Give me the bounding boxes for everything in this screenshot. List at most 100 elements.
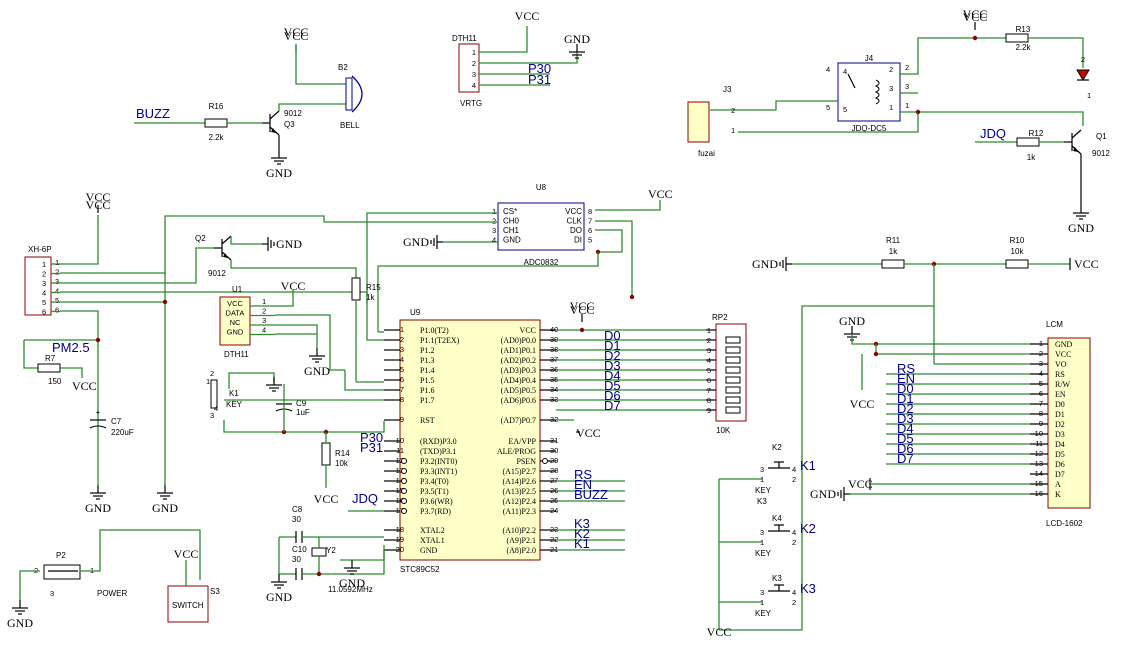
c9-value: 1uF (296, 408, 310, 417)
s3-body (167, 585, 209, 623)
r14-body (321, 442, 331, 466)
pm25-net-label: PM2.5 (52, 340, 90, 355)
vcc-label: VCC (86, 198, 111, 212)
vcc-label: VCC (848, 477, 873, 491)
r12-value: 1k (1027, 153, 1036, 162)
lcd-pin-name: D4 (1055, 440, 1065, 449)
xh6p-gnd-wire (60, 272, 166, 485)
xh6p-pin-num: 3 (42, 279, 46, 288)
u1-ref: U1 (232, 285, 243, 294)
p2-switch-wire (80, 529, 201, 580)
adc-cs-wire (366, 212, 498, 303)
lcd-pin-name: D1 (1055, 410, 1065, 419)
lcd-net-label: D7 (897, 451, 914, 466)
xh6p-vcc-wire (60, 215, 99, 265)
mcu-left-pin-name: GND (420, 546, 438, 555)
q3-ref: Q3 (284, 120, 295, 129)
q2-collector-wire (230, 236, 262, 245)
relay-pin-num: 4 (826, 65, 830, 74)
relay-pin-num: 1 (905, 101, 909, 110)
mcu-left-pin-num: 5 (400, 365, 404, 374)
lcd-pin-name: EN (1055, 390, 1066, 399)
vcc-label: VCC (515, 9, 540, 23)
mcu-right-pin-name: (AD0)P0.0 (501, 336, 536, 345)
vcc-label: VCC (284, 29, 309, 43)
dht-net-p30: P30 (528, 61, 551, 76)
vcc-label: VCC (72, 379, 97, 393)
adc-pin-num: 7 (588, 217, 592, 226)
reset-wire (223, 420, 385, 433)
adc-vcc-wire (595, 200, 661, 211)
key-pin-num: 4 (792, 465, 796, 474)
mcu-pin-bubble (401, 508, 407, 514)
xh6p-pin-num: 5 (42, 298, 46, 307)
vcc-label: VCC (281, 279, 306, 293)
vcc-label: VCC (963, 10, 988, 24)
k1-value: KEY (226, 400, 243, 409)
mcu-right-pin-name: (A11)P2.3 (503, 507, 536, 516)
lcd-vcc-wire (875, 344, 1030, 355)
dht-pin-num: 3 (472, 70, 476, 79)
r12-body (1016, 137, 1040, 147)
lcd-pin-name: R/W (1055, 380, 1071, 389)
relay-ref: J4 (865, 54, 874, 63)
ground-label: GND (403, 235, 429, 249)
p2-pin3: 3 (50, 589, 54, 598)
r7-vcc-wire (60, 367, 83, 378)
dht-pin-num: 4 (472, 81, 476, 90)
lcd-body (1047, 337, 1091, 509)
r10-body (1005, 259, 1029, 269)
q3-collector-wire (278, 103, 346, 111)
relay-q1-wire (900, 111, 1084, 126)
mcu-left-pin-num: 2 (400, 335, 404, 344)
mcu-right-pin-name: PSEN (516, 457, 536, 466)
vcc-label: VCC (1074, 257, 1099, 271)
mcu-right-pin-name: (A13)P2.5 (502, 487, 536, 496)
jdq-net-label: JDQ (980, 126, 1006, 141)
p0-net-label: D3 (604, 358, 621, 373)
c7-value: 220uF (111, 428, 134, 437)
ground-label: GND (266, 166, 292, 180)
adc-pin-name: DO (570, 226, 582, 235)
k1-pin-num: 4 (214, 404, 218, 413)
key-pin-num: 3 (760, 588, 764, 597)
mcu-right-pin-name: VCC (520, 326, 536, 335)
u1-body (219, 296, 251, 346)
u1-pin-num: 4 (262, 326, 266, 335)
key-value: KEY (755, 549, 772, 558)
dht-pin-num: 2 (472, 59, 476, 68)
ground-label: GND (339, 576, 365, 590)
r10-ref: R10 (1010, 236, 1025, 245)
r13-value: 2.2k (1015, 43, 1031, 52)
mcu-right-pin-name: (A14)P2.6 (502, 477, 536, 486)
xh6p-pin-num: 4 (42, 289, 46, 298)
key-pin-num: 2 (792, 475, 796, 484)
bell-body (345, 77, 353, 111)
relay-value: JDQ-DC5 (852, 124, 887, 133)
q3-collector (269, 110, 280, 120)
adc-pin-num: 6 (588, 226, 592, 235)
vcc-label: VCC (174, 547, 199, 561)
key-pin-num: 1 (760, 538, 764, 547)
mcu-right-pin-name: (A10)P2.2 (502, 526, 536, 535)
r10-value: 10k (1011, 247, 1025, 256)
adc-pin-name: CS* (503, 207, 517, 216)
rp2-resistor (725, 366, 741, 374)
mcu-right-pin-name: (AD5)P0.5 (501, 386, 536, 395)
r13-ref: R13 (1016, 25, 1031, 34)
vcc-label: VCC (314, 492, 339, 506)
q1-collector (1071, 129, 1082, 139)
mcu-left-pin-name: P3.7(RD) (420, 507, 451, 516)
xh6p-body (24, 256, 52, 316)
r13-led-wire (1028, 37, 1084, 68)
relay-pin-right: 2 (889, 65, 893, 74)
r14-value: 10k (335, 459, 349, 468)
mcu-left-pin-name: XTAL2 (420, 526, 445, 535)
junction-dot (972, 35, 978, 41)
u1-pin-name: GND (227, 328, 244, 337)
led-pin2: 2 (1081, 55, 1085, 64)
mcu-left-pin-name: P1.1(T2EX) (420, 336, 460, 345)
adc-value: ADC0832 (524, 258, 559, 267)
jdq-mcu-net-label: JDQ (352, 491, 378, 506)
r7-ref: R7 (45, 354, 56, 363)
